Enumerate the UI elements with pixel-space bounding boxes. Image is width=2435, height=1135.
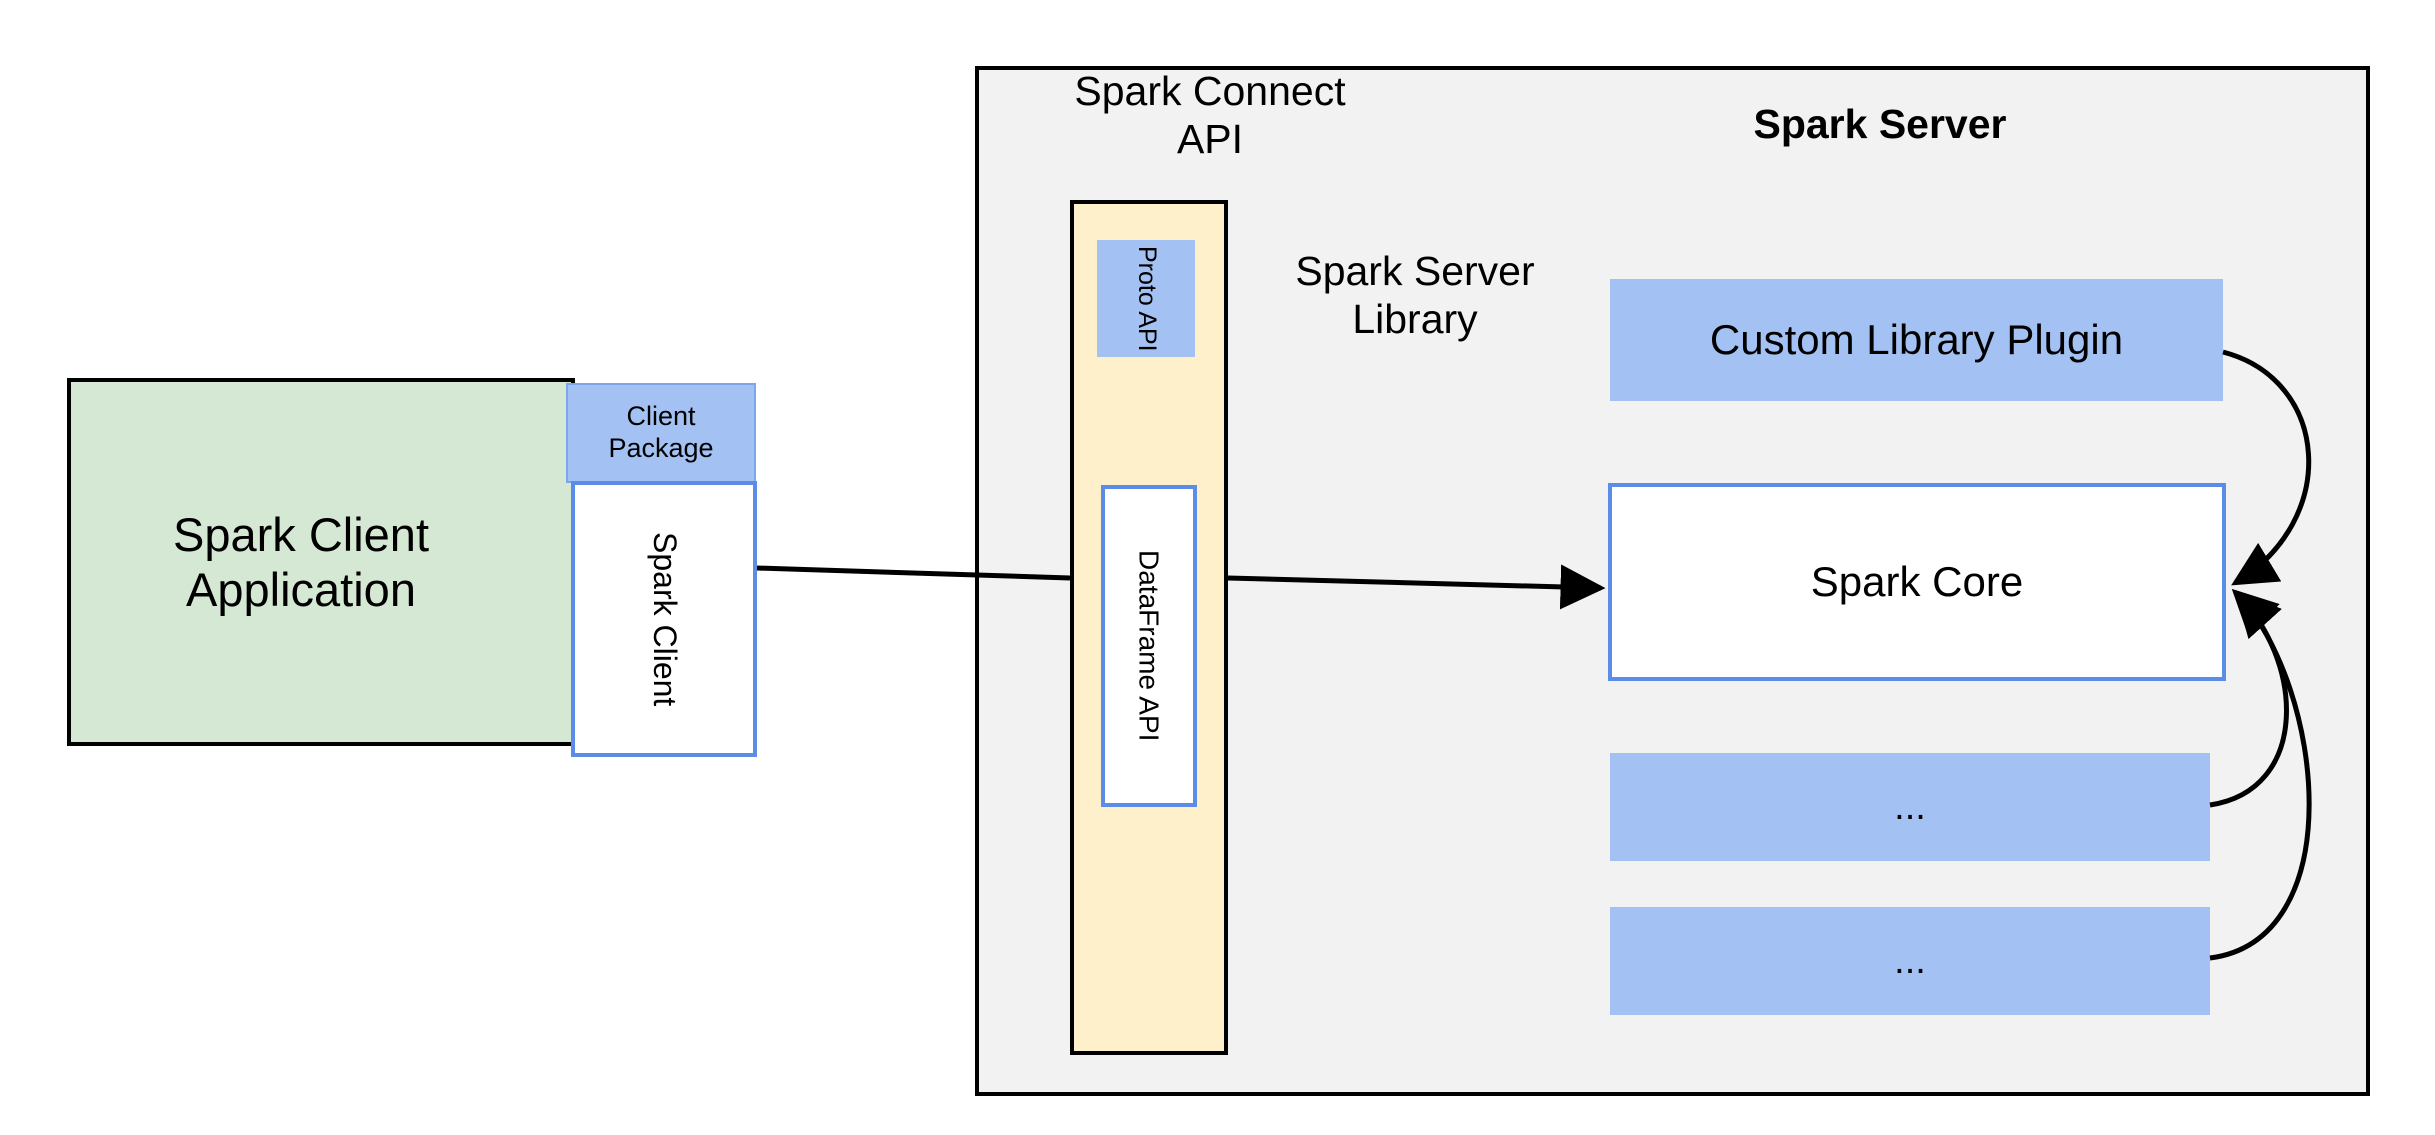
proto-api-box[interactable] bbox=[1097, 240, 1195, 357]
dataframe-api-box[interactable] bbox=[1101, 485, 1197, 807]
spark-client-box[interactable] bbox=[571, 481, 757, 757]
server-component-ellipsis-one-box[interactable] bbox=[1610, 753, 2210, 861]
spark-client-application-box[interactable] bbox=[67, 378, 575, 746]
custom-library-plugin-box[interactable] bbox=[1610, 279, 2223, 401]
spark-core-box[interactable] bbox=[1608, 483, 2226, 681]
client-package-box[interactable] bbox=[566, 383, 756, 483]
server-component-ellipsis-two-box[interactable] bbox=[1610, 907, 2210, 1015]
